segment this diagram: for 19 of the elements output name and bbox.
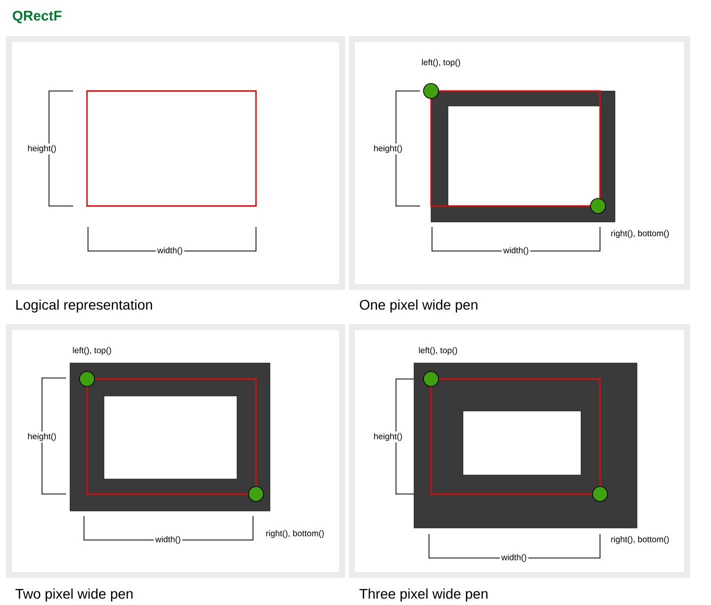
- dimension-label: right(), bottom(): [611, 230, 669, 238]
- dimension-label: right(), bottom(): [611, 536, 669, 544]
- dimension-label: height(): [372, 432, 404, 442]
- dimension-label: width(): [502, 246, 530, 256]
- dimension-label: height(): [26, 432, 58, 442]
- dimension-label: right(), bottom(): [266, 530, 324, 538]
- dimension-label: left(), top(): [418, 347, 458, 355]
- panel-label: One pixel wide pen: [360, 299, 478, 313]
- panel-label: Logical representation: [16, 299, 152, 313]
- title: QRectF: [12, 10, 62, 24]
- panel-label: Three pixel wide pen: [360, 588, 488, 602]
- dimension-label: width(): [500, 552, 528, 564]
- dimension-label: left(), top(): [422, 59, 460, 67]
- dimension-label: width(): [156, 246, 184, 256]
- dimension-label: left(), top(): [72, 347, 112, 355]
- dimension-label: height(): [26, 144, 58, 154]
- panel-label: Two pixel wide pen: [16, 588, 133, 602]
- dimension-label: height(): [372, 144, 404, 154]
- dimension-label: width(): [154, 534, 182, 546]
